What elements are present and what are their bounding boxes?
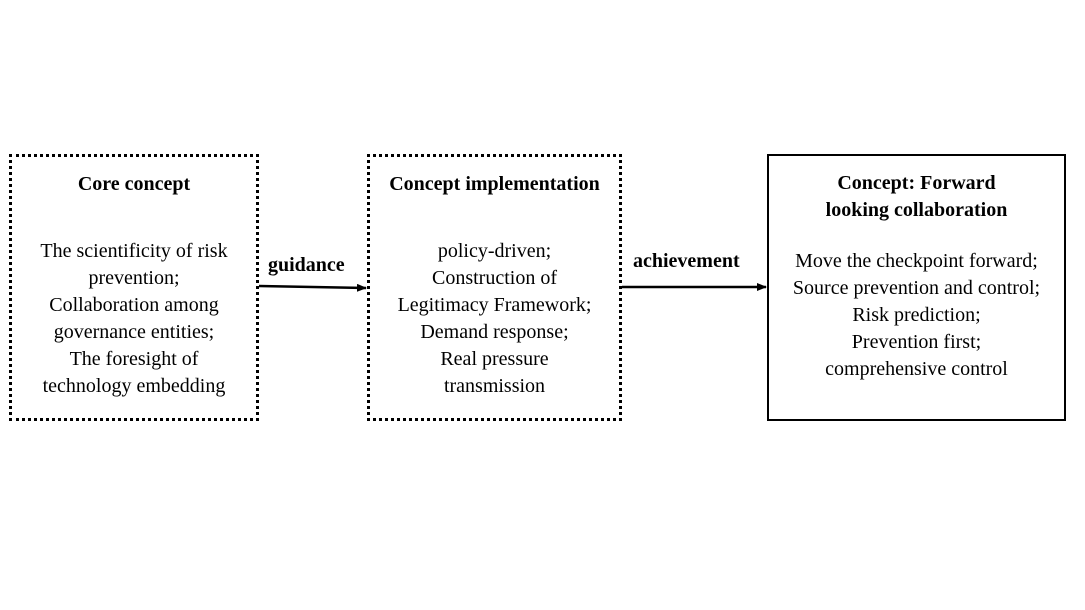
core-concept-line: The scientificity of risk bbox=[40, 240, 228, 262]
forward-looking-collaboration-line: Source prevention and control; bbox=[792, 277, 1041, 299]
concept-implementation-line: policy-driven; bbox=[437, 240, 552, 262]
core-concept-body: The scientificity of risk prevention; Co… bbox=[12, 238, 256, 400]
core-concept-line: governance entities; bbox=[53, 321, 215, 343]
guidance-arrow bbox=[258, 283, 367, 292]
concept-implementation-line: Construction of bbox=[432, 267, 557, 289]
concept-implementation-line: transmission bbox=[443, 375, 546, 397]
forward-looking-collaboration-line: comprehensive control bbox=[825, 358, 1008, 380]
concept-implementation-box: Concept implementation policy-driven; Co… bbox=[367, 154, 622, 421]
achievement-edge-label: achievement bbox=[633, 250, 740, 272]
forward-looking-collaboration-body: Move the checkpoint forward; Source prev… bbox=[769, 248, 1064, 383]
guidance-edge-label: guidance bbox=[268, 254, 345, 276]
concept-implementation-title: Concept implementation bbox=[389, 173, 600, 195]
concept-implementation-line: Demand response; bbox=[420, 321, 569, 343]
core-concept-title: Core concept bbox=[77, 173, 191, 195]
forward-looking-collaboration-title: Concept: Forward looking collaboration bbox=[825, 172, 1008, 221]
forward-looking-collaboration-line: Prevention first; bbox=[851, 331, 982, 353]
core-concept-line: Collaboration among bbox=[49, 294, 219, 316]
core-concept-box: Core concept The scientificity of risk p… bbox=[9, 154, 259, 421]
core-concept-line: The foresight of bbox=[69, 348, 199, 370]
concept-implementation-line: Legitimacy Framework; bbox=[397, 294, 592, 316]
concept-implementation-body: policy-driven; Construction of Legitimac… bbox=[370, 238, 619, 400]
forward-looking-collaboration-box: Concept: Forward looking collaboration M… bbox=[767, 154, 1066, 421]
core-concept-line: prevention; bbox=[88, 267, 180, 289]
core-concept-line: technology embedding bbox=[42, 375, 226, 397]
concept-implementation-line: Real pressure bbox=[440, 348, 549, 370]
forward-looking-collaboration-line: Move the checkpoint forward; bbox=[795, 250, 1038, 272]
forward-looking-collaboration-line: Risk prediction; bbox=[852, 304, 981, 326]
